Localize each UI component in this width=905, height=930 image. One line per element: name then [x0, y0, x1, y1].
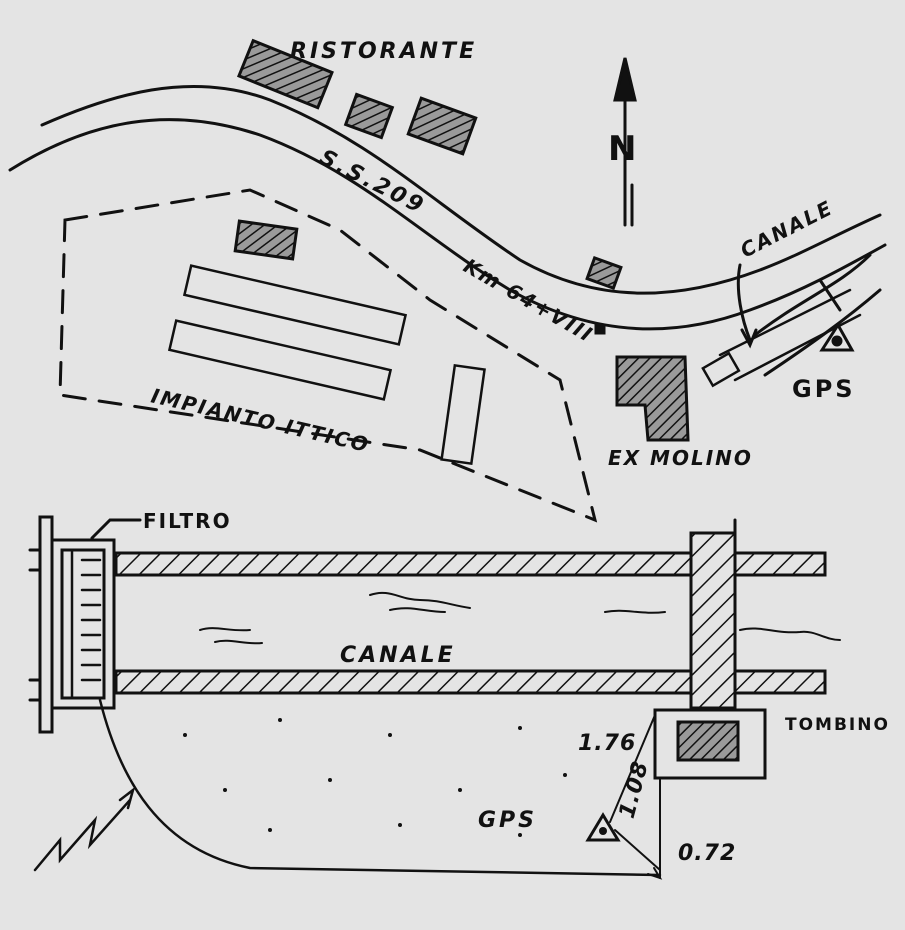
ex-mill-building — [615, 355, 690, 442]
filter-inner — [60, 548, 106, 700]
label-restaurant: RISTORANTE — [290, 39, 477, 64]
label-km: Km 64+VIII — [460, 254, 598, 348]
bottom-north-arrow — [33, 798, 132, 872]
canal-bank-1 — [753, 253, 872, 337]
water-ripples — [199, 591, 841, 645]
canal-arrow-head — [740, 328, 758, 349]
dim-line-3 — [614, 829, 661, 871]
filter-frame-outer — [38, 515, 54, 734]
canal-wall-bottom-right — [733, 669, 827, 695]
label-gps-bottom: GPS — [478, 808, 537, 833]
restaurant-building-2 — [343, 92, 395, 140]
measure-1: 1.76 — [578, 731, 636, 756]
bank-curve — [98, 698, 662, 877]
label-canal-bottom: CANALE — [340, 643, 456, 668]
small-sluice — [701, 351, 741, 388]
label-culvert: TOMBINO — [785, 715, 890, 735]
gps-triangle-top — [819, 322, 855, 352]
tank-2 — [167, 319, 393, 401]
north-symbol: N — [608, 129, 639, 169]
culvert-inner — [676, 720, 740, 762]
km-marker — [594, 323, 606, 335]
label-filter: FILTRO — [143, 509, 232, 533]
filter-bars — [70, 548, 102, 700]
dim-line-1 — [609, 714, 656, 823]
canal-arrow — [736, 263, 752, 342]
measure-3: 0.72 — [678, 841, 736, 866]
label-canal-top: CANALE — [736, 195, 837, 262]
north-arrow-head — [613, 57, 637, 102]
tank-3 — [440, 363, 486, 466]
label-ex-mill: EX MOLINO — [608, 446, 753, 470]
road-lower-edge — [8, 118, 887, 331]
bottom-detail — [28, 515, 841, 880]
field-dots — [183, 718, 567, 837]
roadside-building — [585, 255, 623, 291]
restaurant-building-3 — [406, 96, 478, 156]
tank-1 — [182, 264, 408, 346]
label-gps-top: GPS — [792, 375, 856, 403]
filter-leader — [90, 518, 142, 540]
canal-wall-top — [114, 551, 693, 577]
canal-wall-top-right — [733, 551, 827, 577]
gps-triangle-bottom — [585, 812, 621, 842]
culvert-wall — [689, 531, 737, 710]
top-map — [8, 57, 887, 523]
road-upper-edge — [40, 84, 882, 295]
label-fish-plant: IMPIANTO ITTICO — [149, 383, 372, 457]
fish-plant-boundary — [58, 188, 598, 523]
restaurant-building-1 — [236, 38, 334, 110]
measure-2: 1.08 — [615, 758, 654, 821]
plant-building — [233, 219, 299, 261]
bottom-labels: FILTRO CANALE TOMBINO GPS 1.76 1.08 0.72 — [143, 509, 890, 866]
canal-wall-bottom — [114, 669, 693, 695]
top-buildings — [233, 38, 855, 442]
